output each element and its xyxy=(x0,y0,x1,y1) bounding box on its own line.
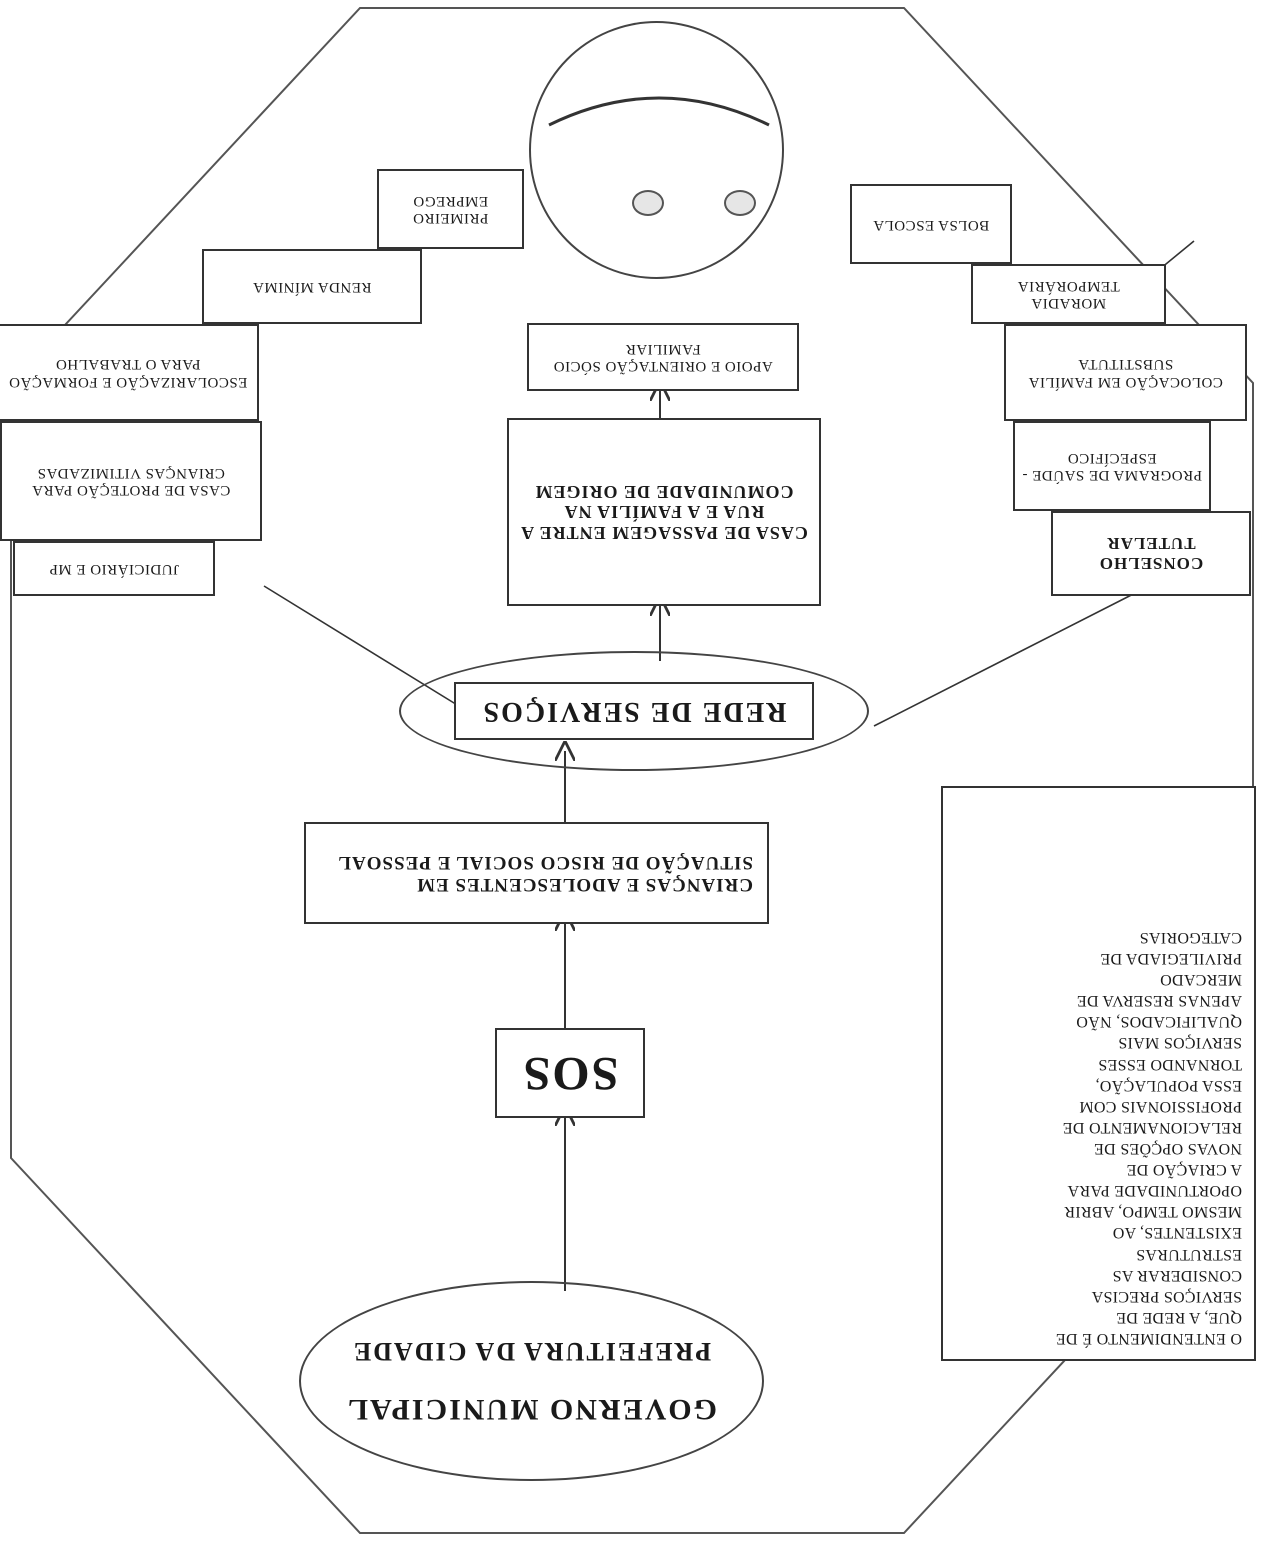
sos-label: SOS xyxy=(521,1046,619,1100)
casa-passagem-box: CASA DE PASSAGEM ENTRE A RUA E A FAMÍLIA… xyxy=(507,418,821,606)
target-group-label: CRIANÇAS E ADOLESCENTES EM SITUAÇÃO DE R… xyxy=(337,852,753,895)
judiciario-box: JUDICIÁRIO E MP xyxy=(13,541,215,596)
connector-network-left xyxy=(873,585,1150,727)
escolarizacao-label: ESCOLARIZAÇÃO E FORMAÇÃO PARA O TRABALHO xyxy=(8,356,248,390)
government-subtitle: PREFEITURA DA CIDADE xyxy=(351,1337,712,1366)
colocacao-familia-label: COLOCAÇÃO EM FAMÍLIA SUBSTITUTA xyxy=(1028,356,1223,390)
apoio-familiar-box: APOIO E ORIENTAÇÃO SÓCIO FAMILIAR xyxy=(527,323,799,391)
renda-minima-box: RENDA MÍNIMA xyxy=(202,249,422,324)
bolsa-escola-box: BOLSA ESCOLA xyxy=(850,184,1012,264)
government-title: GOVERNO MUNICIPAL xyxy=(346,1393,717,1426)
programa-saude-label: PROGRAMA DE SAÚDE - ESPECÍFICO xyxy=(1022,450,1202,484)
government-ellipse: GOVERNO MUNICIPAL PREFEITURA DA CIDADE xyxy=(299,1281,764,1481)
conselho-tutelar-label: CONSELHO TUTELAR xyxy=(1098,534,1204,574)
primeiro-emprego-box: PRIMEIRO EMPREGO xyxy=(377,169,524,249)
primeiro-emprego-label: PRIMEIRO EMPREGO xyxy=(412,193,489,227)
bolsa-escola-label: BOLSA ESCOLA xyxy=(872,216,990,233)
face-mouth xyxy=(548,96,770,127)
conselho-tutelar-box: CONSELHO TUTELAR xyxy=(1051,511,1251,596)
face-eye-left xyxy=(724,190,756,216)
network-box: REDE DE SERVIÇOS xyxy=(454,682,814,740)
moradia-temporaria-box: MORADIA TEMPORÁRIA xyxy=(971,264,1166,324)
network-ellipse: REDE DE SERVIÇOS xyxy=(399,651,869,771)
sos-box: SOS xyxy=(495,1028,645,1118)
programa-saude-box: PROGRAMA DE SAÚDE - ESPECÍFICO xyxy=(1013,421,1211,511)
casa-passagem-label: CASA DE PASSAGEM ENTRE A RUA E A FAMÍLIA… xyxy=(520,481,808,544)
connector-network-right xyxy=(263,585,468,712)
casa-protecao-label: CASA DE PROTEÇÃO PARA CRIANÇAS VITIMIZAD… xyxy=(31,465,231,499)
moradia-temporaria-label: MORADIA TEMPORÁRIA xyxy=(1017,278,1120,312)
judiciario-label: JUDICIÁRIO E MP xyxy=(49,561,180,578)
target-group-box: CRIANÇAS E ADOLESCENTES EM SITUAÇÃO DE R… xyxy=(304,822,769,924)
apoio-familiar-label: APOIO E ORIENTAÇÃO SÓCIO FAMILIAR xyxy=(553,341,773,375)
explanatory-note: O ENTENDIMENTO É DE QUE, A REDE DE SERVI… xyxy=(941,786,1256,1361)
face-circle xyxy=(529,21,784,279)
casa-protecao-box: CASA DE PROTEÇÃO PARA CRIANÇAS VITIMIZAD… xyxy=(0,421,262,541)
escolarizacao-box: ESCOLARIZAÇÃO E FORMAÇÃO PARA O TRABALHO xyxy=(0,324,259,421)
face-eye-right xyxy=(632,190,664,216)
network-label: REDE DE SERVIÇOS xyxy=(481,696,787,728)
colocacao-familia-box: COLOCAÇÃO EM FAMÍLIA SUBSTITUTA xyxy=(1004,324,1247,421)
renda-minima-label: RENDA MÍNIMA xyxy=(252,279,372,296)
